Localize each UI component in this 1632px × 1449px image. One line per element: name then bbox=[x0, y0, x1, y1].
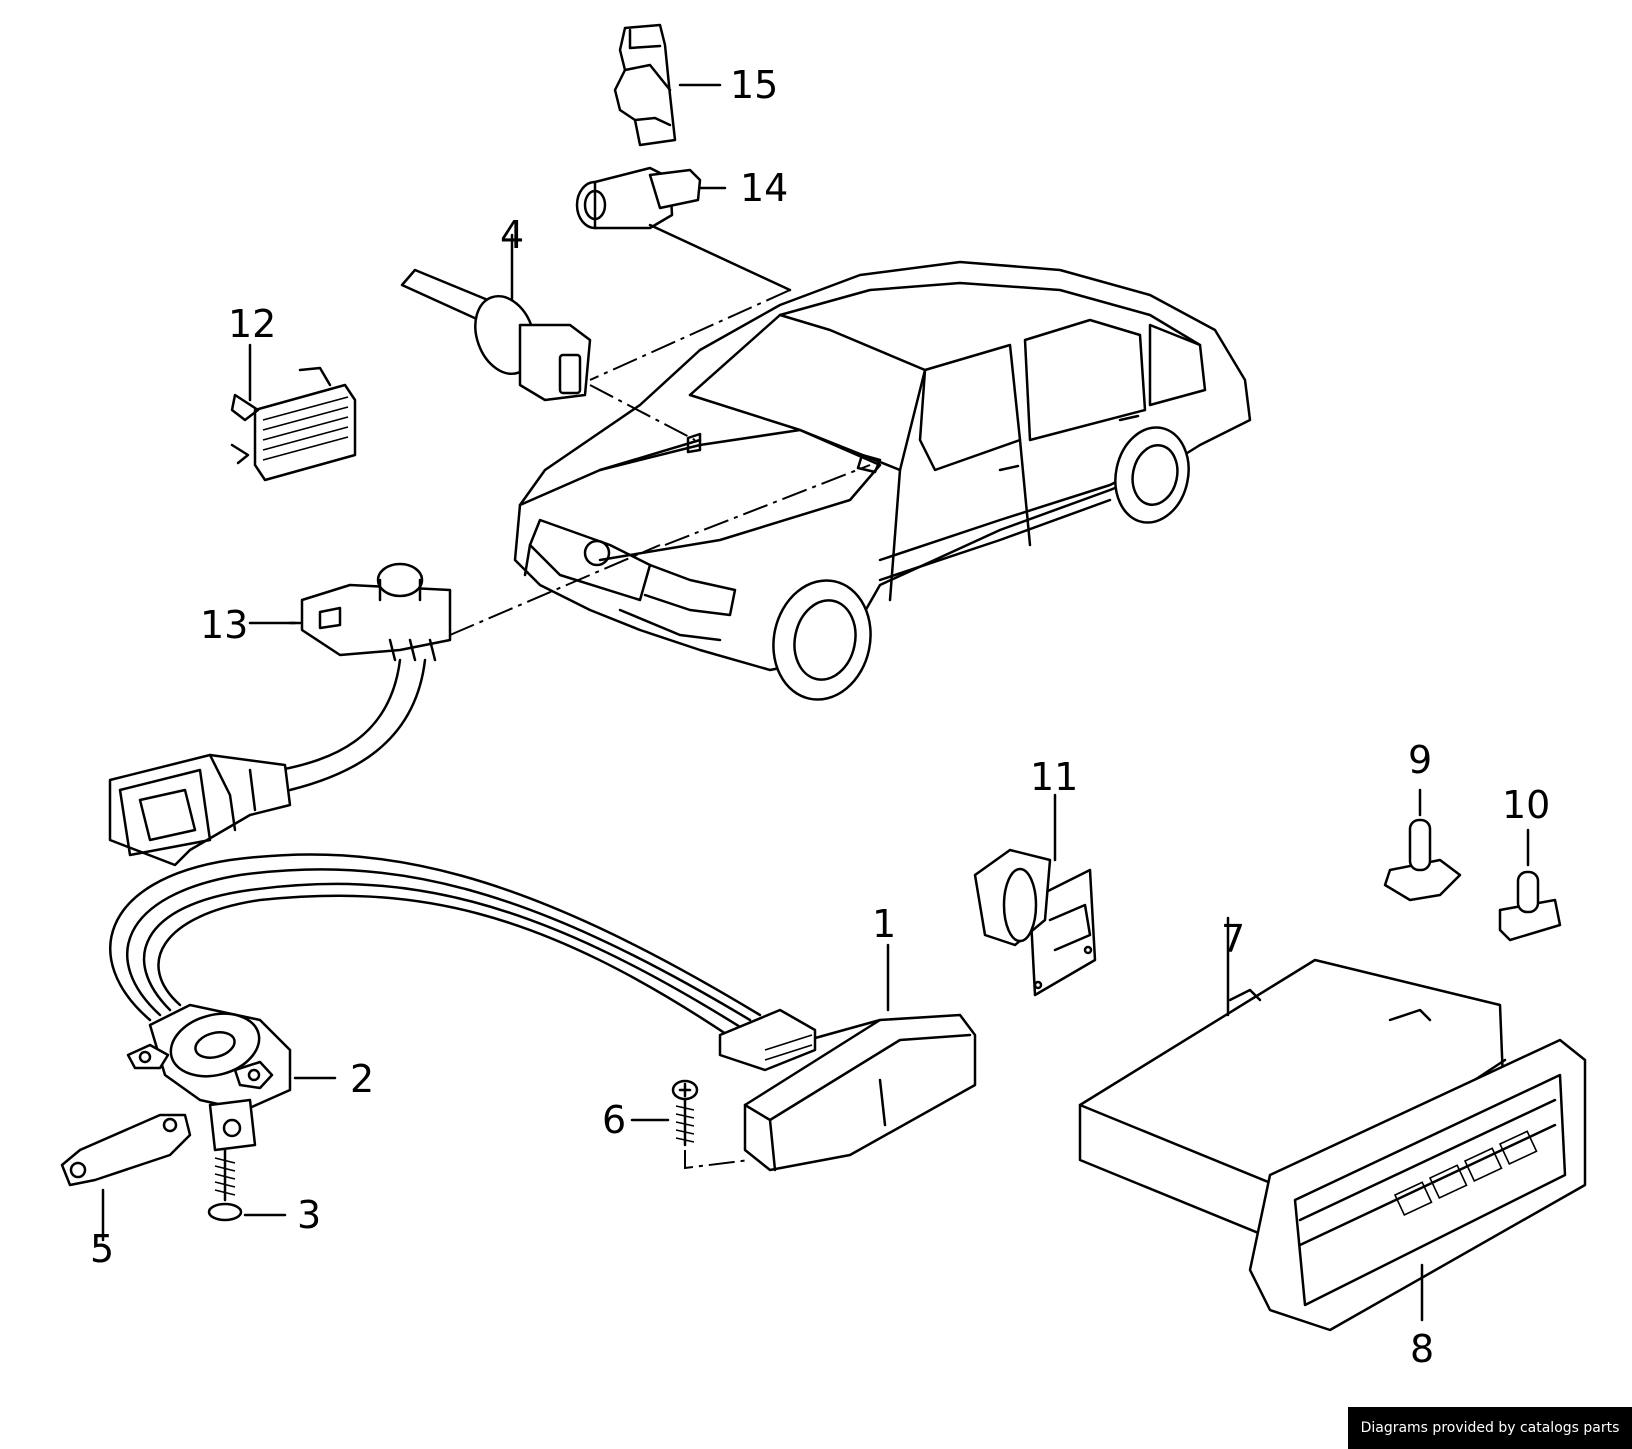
part-5-bracket bbox=[60, 1113, 192, 1242]
callout-9: 9 bbox=[1408, 738, 1432, 782]
part-11-switch-assembly bbox=[973, 793, 1097, 997]
part-15-clip bbox=[613, 23, 722, 147]
callout-7: 7 bbox=[1221, 917, 1245, 961]
callout-10: 10 bbox=[1502, 783, 1550, 827]
callout-1: 1 bbox=[872, 902, 896, 946]
part-8-faceplate bbox=[1248, 1038, 1587, 1332]
part-10-bulb bbox=[1498, 828, 1562, 942]
callout-11: 11 bbox=[1030, 755, 1078, 799]
part-3-screw bbox=[207, 1148, 287, 1222]
credit-banner: Diagrams provided by catalogs parts bbox=[1348, 1407, 1632, 1449]
part-1-control-unit bbox=[718, 943, 977, 1172]
part-4-switch bbox=[400, 233, 592, 402]
callout-2: 2 bbox=[350, 1057, 374, 1101]
part-2-actuator bbox=[126, 1003, 337, 1152]
wire-harness bbox=[109, 853, 762, 1042]
callout-12: 12 bbox=[228, 302, 276, 346]
callout-14: 14 bbox=[740, 166, 788, 210]
callout-3: 3 bbox=[297, 1193, 321, 1237]
callout-8: 8 bbox=[1410, 1327, 1434, 1371]
callout-13: 13 bbox=[200, 603, 248, 647]
callout-6: 6 bbox=[602, 1098, 626, 1142]
part-9-bulb bbox=[1383, 788, 1462, 902]
car-illustration bbox=[513, 260, 1252, 701]
part-12-grille-cover bbox=[230, 343, 357, 482]
callout-4: 4 bbox=[500, 213, 524, 257]
leader-lines bbox=[449, 223, 871, 636]
part-13-switch bbox=[108, 562, 452, 867]
callout-5: 5 bbox=[90, 1227, 114, 1271]
part-6-screw bbox=[630, 1079, 751, 1170]
callout-15: 15 bbox=[730, 63, 778, 107]
part-14-sensor bbox=[575, 166, 727, 230]
